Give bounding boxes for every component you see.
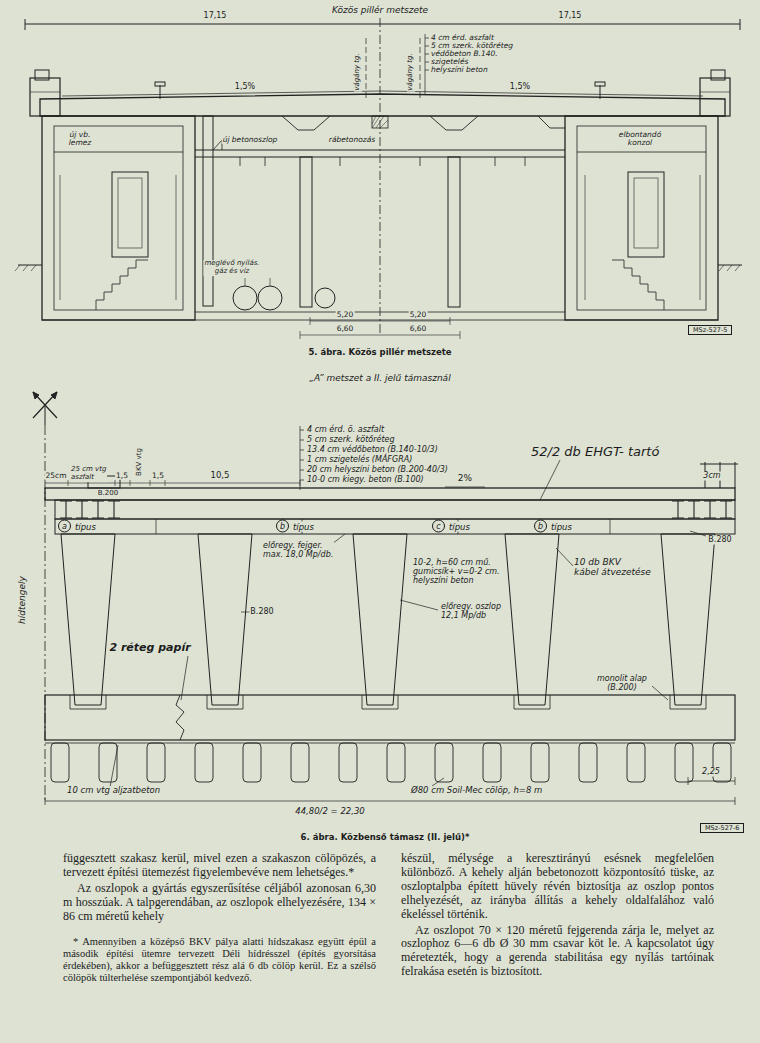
drawing-stamp: MSz-527-5 — [688, 325, 732, 335]
type-letter: b — [276, 520, 289, 533]
type-letter: a — [58, 520, 71, 533]
material: B.200 — [97, 490, 119, 498]
layer-note: helyszíni beton — [430, 66, 489, 74]
body-text: Az oszlopot 70 × 120 méretű fejgerenda z… — [400, 924, 715, 980]
part-note: monolit alap (B.200) — [596, 675, 648, 693]
type-marker: btípus — [276, 520, 315, 533]
part-note: meglévő nyílás. gáz és víz — [203, 260, 260, 276]
type-marker: btípus — [534, 520, 573, 533]
track-axis: vágány tg. — [407, 52, 415, 91]
figure-6 — [33, 392, 738, 805]
part-note: 10 cm vtg aljzatbeton — [66, 786, 161, 796]
layer-note: 20 cm helyszíni beton (B.200-40/3) — [306, 466, 449, 475]
layer-note: 13.4 cm védőbeton (B.140-10/3) — [306, 446, 439, 455]
girder-note: 52/2 db EHGT- tartó — [530, 445, 660, 460]
type-letter: b — [534, 520, 547, 533]
track-axis: vágány tg. — [354, 52, 362, 91]
part-note: elbontandó konzol — [618, 131, 662, 148]
body-text: készül, mélysége a keresztirányú esésnek… — [400, 852, 715, 922]
part-note: új vb. lemez — [68, 131, 93, 148]
material: B.280 — [249, 608, 274, 617]
layer-note: 1 cm szigetelés (MÁFGRA) — [306, 456, 413, 465]
footnote: * Amennyiben a középső BKV pálya alatti … — [62, 936, 377, 985]
figure-caption: 5. ábra. Közös pillér metszete — [307, 348, 452, 358]
axis-label: hídtengely — [17, 575, 27, 625]
dimension: 44,80/2 = 22,30 — [294, 807, 365, 817]
type-marker: atípus — [58, 520, 97, 533]
section-title: „A” metszet a II. jelű támasznál — [308, 373, 451, 383]
part-note: 2 réteg papír — [108, 642, 191, 654]
material: B.280 — [707, 536, 732, 545]
dimension: 17,15 — [558, 12, 583, 21]
dimension: 17,15 — [203, 12, 228, 21]
dimension: 25cm — [45, 472, 68, 480]
dimension: 3cm — [702, 472, 721, 481]
dimension: 5,20 — [336, 311, 355, 319]
slope: 2% — [457, 473, 473, 483]
figure-5 — [15, 18, 742, 339]
part-note: rábetonozás — [328, 136, 376, 144]
node-text: MSz-527-5 — [692, 326, 728, 334]
node-text: típus — [448, 521, 471, 531]
node-text: MSz-527-6 — [704, 824, 740, 832]
part-note: előregy. oszlop 12,1 Mp/db — [440, 603, 502, 621]
layer-note: 5 cm szerk. kötőréteg — [306, 436, 396, 445]
layer-note: 25 cm vtg aszfalt — [70, 466, 107, 482]
body-text: függesztett szakasz kerül, mivel ezen a … — [62, 852, 377, 880]
slope: 1,5% — [509, 83, 531, 92]
part-note: Ø80 cm Soil-Mec cölöp, h=8 m — [410, 786, 543, 796]
part-note: 10-2, h=60 cm mű. gumicsík+ v=0-2 cm. he… — [412, 559, 501, 586]
dimension: 6,60 — [409, 325, 428, 333]
track-axis: BKV vtg — [136, 447, 144, 477]
dimension: 2,25 — [701, 768, 721, 777]
dimension: 6,60 — [336, 325, 355, 333]
part-note: előregy. fejger. max. 18,0 Mp/db. — [262, 542, 334, 560]
part-note: 10 db BKV kábel átvezetése — [573, 557, 652, 577]
node-text: típus — [74, 521, 97, 531]
slope: 1,5% — [234, 83, 256, 92]
type-marker: ctípus — [432, 520, 471, 533]
dimension: 1,5 — [115, 472, 129, 480]
layer-note: 4 cm érd. ö. aszfalt — [306, 426, 385, 435]
type-letter: c — [432, 520, 445, 533]
figure-caption: 6. ábra. Közbenső támasz (II. jelű)* — [300, 833, 471, 843]
node-text: típus — [292, 521, 315, 531]
layer-note: 10-0 cm kiegy. beton (B.100) — [306, 476, 425, 485]
section-title: Közös pillér metszete — [331, 5, 429, 15]
dimension: 1,5 — [151, 472, 165, 480]
part-note: új betonoszlop — [222, 136, 279, 144]
dimension: 10,5 — [210, 471, 231, 481]
node-text: típus — [550, 521, 573, 531]
dimension: 5,20 — [409, 311, 428, 319]
drawing-stamp: MSz-527-6 — [700, 823, 744, 833]
body-text: Az oszlopok a gyártás egyszerűsítése cél… — [62, 882, 377, 924]
